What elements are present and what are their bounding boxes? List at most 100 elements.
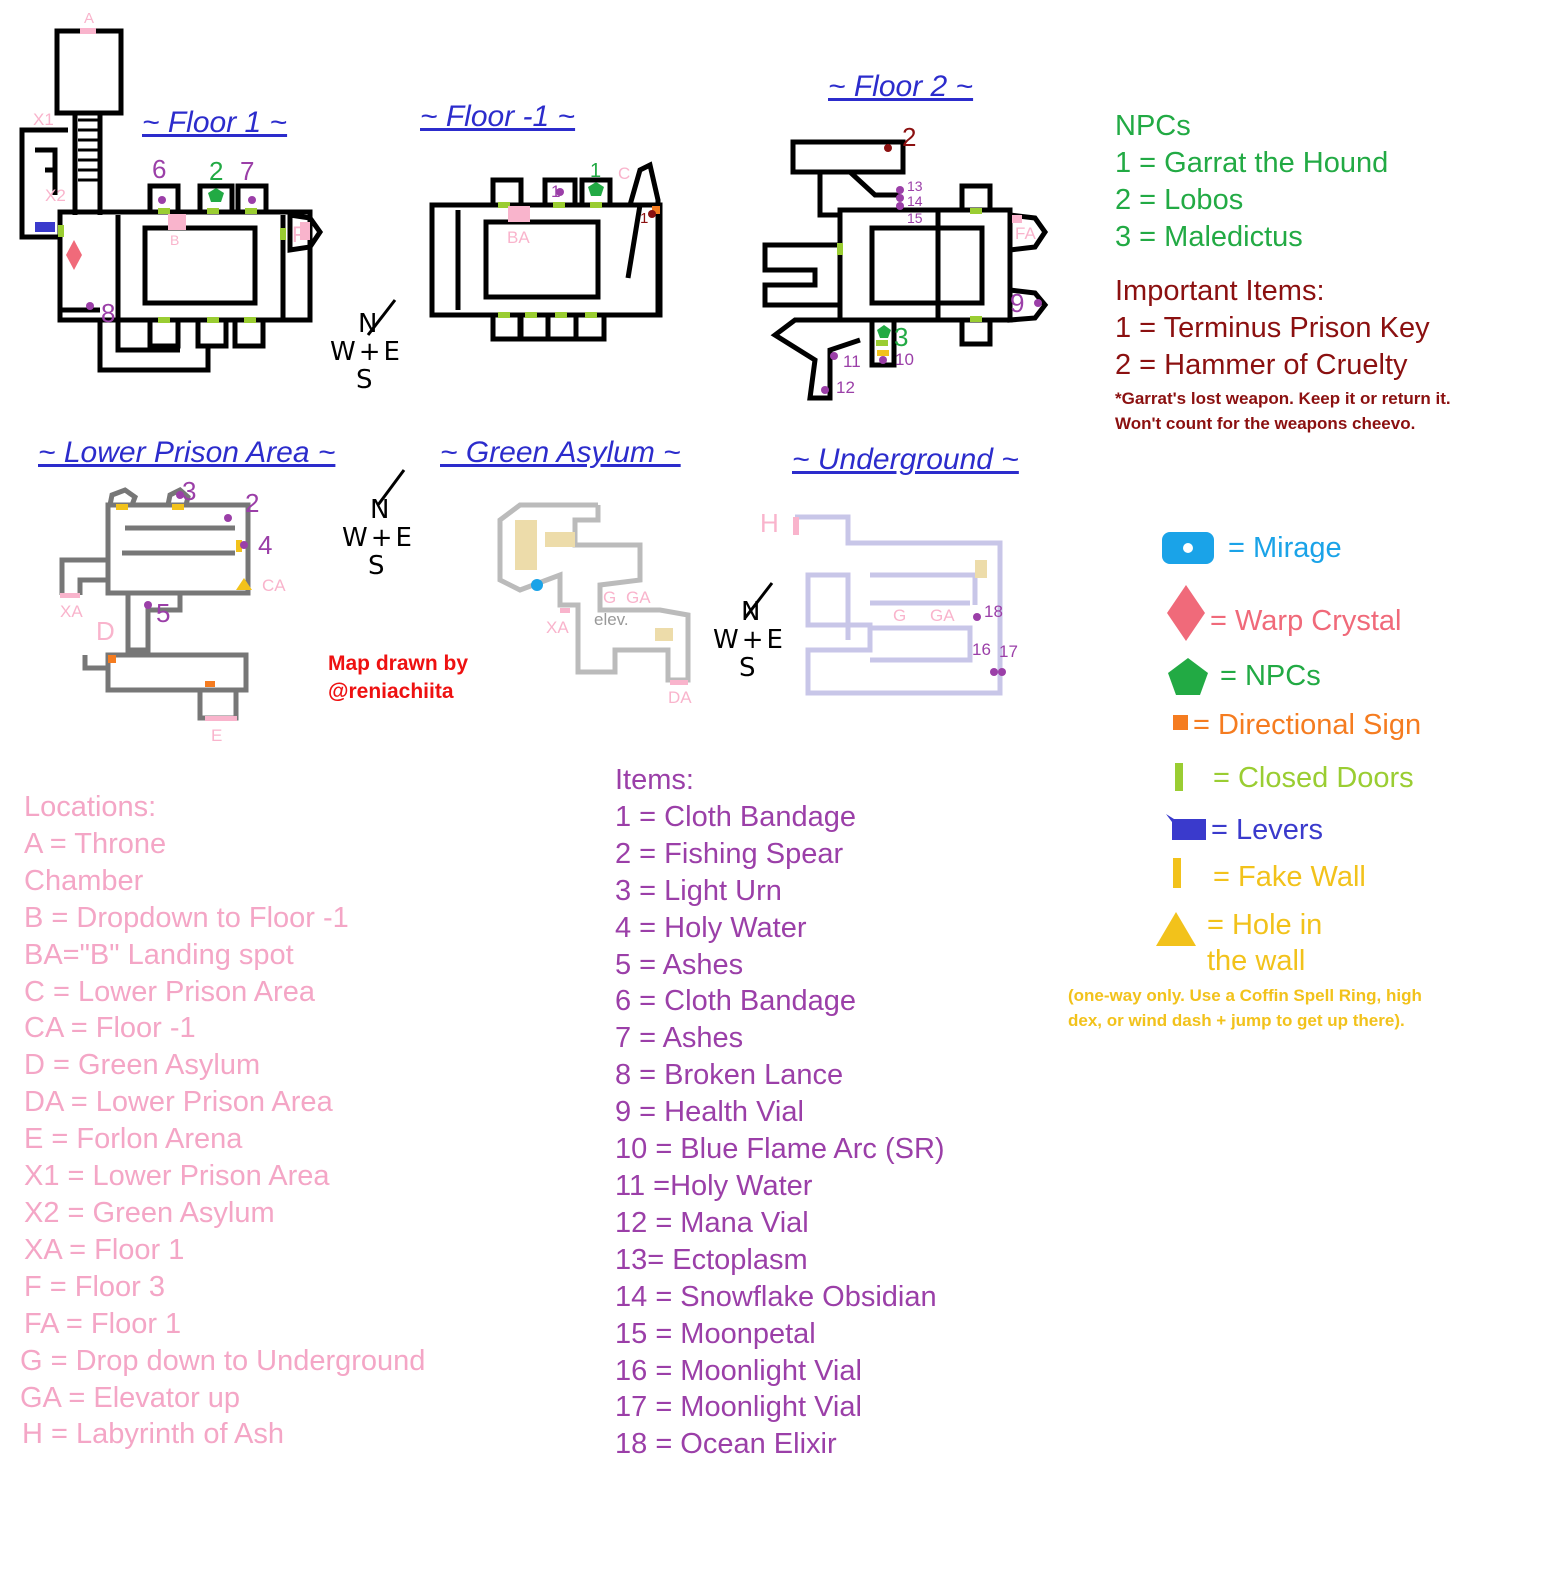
label-elev: elev. [594,610,629,629]
item-entry: 5 = Ashes [615,948,744,981]
item-entry: 10 = Blue Flame Arc (SR) [615,1133,945,1166]
sign-markers [108,206,660,687]
lower-item-4: 4 [258,530,273,560]
important-items-header: Important Items: [1115,275,1325,307]
legend-npcs: = NPCs [1220,660,1321,692]
green-asylum-title: ~ Green Asylum ~ [440,436,681,469]
legend-sign: = Directional Sign [1193,709,1422,741]
legend-hole-note-line1: (one-way only. Use a Coffin Spell Ring, … [1068,986,1422,1005]
compass-s: S [356,365,373,395]
compass-3: N W+E S [713,597,783,683]
npcs-header: NPCs [1115,110,1191,142]
label-xa-lower: XA [60,602,83,621]
label-ba: BA [507,228,530,247]
label-g-under: G [893,606,907,625]
floor-minus1-title: ~ Floor -1 ~ [420,100,576,133]
legend-fake: = Fake Wall [1213,861,1366,893]
legend-hole-note: (one-way only. Use a Coffin Spell Ring, … [1068,983,1422,1033]
compass-n: N [370,495,390,525]
items-section: Items: 1 = Cloth Bandage 2 = Fishing Spe… [615,762,945,1463]
legend-hole: = Hole in the wall [1207,907,1322,979]
credit-line1: Map drawn by [328,652,469,675]
floor1-npc-2: 2 [209,156,224,186]
important-items-section: Important Items: 1 = Terminus Prison Key… [1115,273,1430,384]
label-da: DA [668,688,692,707]
item-entry: 11 =Holy Water [615,1169,813,1202]
compass-w: W [330,337,356,367]
floor-minus1-key-1: 1 [640,210,649,227]
legend-hole-line1: = Hole in [1207,909,1323,941]
location-entry: XA = Floor 1 [24,1233,185,1266]
location-entry: E = Forlon Arena [24,1123,243,1156]
warp-crystal-icon [1167,585,1205,641]
label-x1: X1 [33,110,54,129]
legend-levers: = Levers [1211,814,1324,846]
exit-markers [60,28,1022,721]
label-c: C [618,164,631,183]
label-ca: CA [262,576,286,595]
location-entry: H = Labyrinth of Ash [22,1418,284,1451]
floor2-item-14: 14 [907,193,923,209]
item-entry: 7 = Ashes [615,1022,744,1055]
floor1-title: ~ Floor 1 ~ [142,106,288,139]
location-entry: DA = Lower Prison Area [24,1086,333,1119]
label-g-asylum: G [603,588,617,607]
location-entry: X1 = Lower Prison Area [24,1160,330,1193]
under-item-16: 16 [972,640,991,659]
item-entry: 12 = Mana Vial [615,1206,809,1239]
floor-minus1-map [429,161,663,342]
item-entry: 2 = Fishing Spear [615,837,844,870]
mirage-marker [531,579,543,591]
underground-title: ~ Underground ~ [792,443,1019,476]
floor-minus1-item-1: 1 [551,182,561,201]
location-entry: F = Floor 3 [24,1270,166,1303]
legend-hole-note-line2: dex, or wind dash + jump to get up there… [1068,1011,1405,1030]
location-entry: Chamber [24,864,144,897]
floor2-item-12: 12 [836,378,855,397]
floor2-item-10: 10 [895,350,914,369]
item-entry: 15 = Moonpetal [615,1317,816,1350]
location-entry: G = Drop down to Underground [20,1344,426,1377]
floor1-item-8: 8 [101,298,116,328]
compass-1: N W+E S [330,309,400,395]
item-markers [86,186,1042,676]
location-entry: B = Dropdown to Floor -1 [24,901,349,934]
floor2-title: ~ Floor 2 ~ [828,70,974,103]
item-entry: 16 = Moonlight Vial [615,1354,862,1387]
location-entry: X2 = Green Asylum [24,1196,275,1229]
important-item-entry: 1 = Terminus Prison Key [1115,312,1430,344]
important-note-line2: Won't count for the weapons cheevo. [1115,414,1416,433]
legend-icons [1156,532,1214,946]
lower-item-5: 5 [156,598,171,628]
fake-wall-icon [1173,858,1181,888]
legend-hole-line2: the wall [1207,945,1306,977]
location-entry: FA = Floor 1 [24,1307,182,1340]
compass-arrows [366,299,774,619]
item-entry: 4 = Holy Water [615,911,807,944]
important-note-line1: *Garrat's lost weapon. Keep it or return… [1115,389,1451,408]
floor1-map [19,28,324,373]
label-a: A [84,10,95,27]
floor2-npc-3: 3 [894,322,909,352]
item-entry: 1 = Cloth Bandage [615,800,857,833]
compass-w: W [713,625,739,655]
legend-mirage: = Mirage [1228,532,1342,564]
lower-prison-map [59,487,251,721]
label-f: F [292,222,306,247]
lower-prison-title: ~ Lower Prison Area ~ [38,436,336,469]
location-entry: D = Green Asylum [24,1049,261,1082]
door-markers [58,202,982,346]
location-entry: CA = Floor -1 [24,1012,196,1045]
lever-icon [1166,814,1206,840]
label-b: B [170,232,180,248]
item-entry: 9 = Health Vial [615,1096,804,1129]
compass-e: E [395,523,412,553]
location-entry: A = Throne [24,827,167,860]
legend-warp: = Warp Crystal [1210,605,1402,637]
label-fa: FA [1015,224,1036,243]
door-icon [1175,763,1183,791]
floor2-item-13: 13 [907,178,923,194]
floor2-key-2: 2 [902,122,917,152]
npc-icon [1168,658,1208,695]
